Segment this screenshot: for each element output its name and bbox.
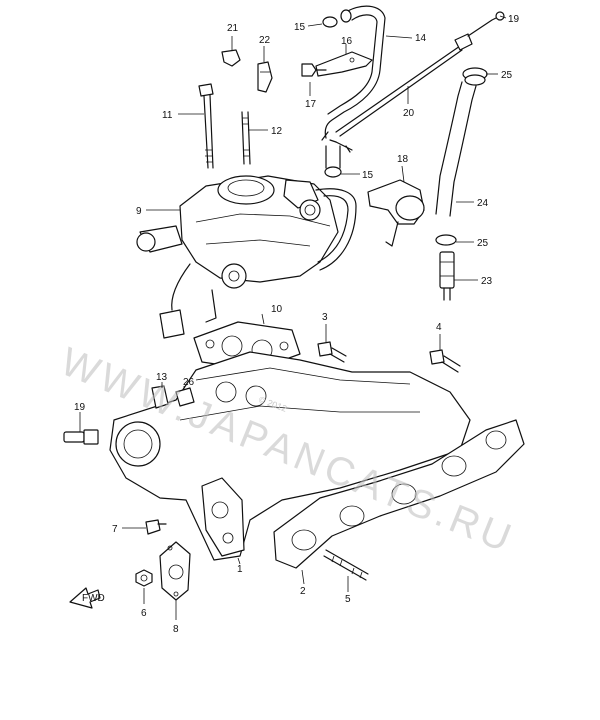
callout-4: 4	[436, 322, 442, 333]
callout-7: 7	[112, 524, 118, 535]
bolt-3	[317, 341, 347, 363]
callout-8: 8	[173, 624, 179, 635]
callout-26: 26	[183, 377, 195, 388]
sensor-19	[63, 429, 99, 445]
callout-23: 23	[481, 276, 493, 287]
callout-9: 9	[136, 206, 142, 217]
stud-5	[323, 549, 369, 581]
bolt-4	[429, 349, 461, 373]
callout-25-bottom: 25	[477, 238, 489, 249]
callout-13: 13	[156, 372, 168, 383]
callout-6: 6	[141, 608, 147, 619]
callout-19: 19	[74, 402, 86, 413]
hose-section-15-lower	[324, 145, 342, 178]
nut-6	[135, 569, 153, 587]
callout-3: 3	[322, 312, 328, 323]
bracket-16	[315, 51, 373, 77]
callout-25-top: 25	[501, 70, 513, 81]
callout-1: 1	[237, 564, 243, 575]
intake-manifold-1	[109, 351, 471, 561]
callout-15-top: 15	[294, 22, 306, 33]
clamp-25-bottom	[435, 234, 457, 246]
vacuum-actuator-18	[367, 179, 425, 247]
callout-17: 17	[305, 99, 317, 110]
carburetor-9	[136, 175, 357, 339]
callout-20: 20	[403, 108, 415, 119]
clip-21	[221, 49, 241, 67]
fitting-23	[439, 251, 455, 301]
bolt-17	[301, 63, 327, 77]
callout-11: 11	[162, 110, 173, 121]
callout-labels: 21 22 15 16 14 19 25 17 11 12 20 15 18 9…	[74, 14, 520, 635]
callout-22: 22	[259, 35, 271, 46]
gasket-8	[159, 541, 191, 601]
callout-2: 2	[300, 586, 306, 597]
plug-7	[145, 519, 167, 535]
hose-clamp-15-top	[322, 9, 352, 28]
callout-12: 12	[271, 126, 283, 137]
front-direction-arrow: FWD	[69, 587, 105, 609]
clip-26	[175, 387, 195, 407]
fitting-13	[151, 385, 169, 409]
vacuum-hose-14	[321, 5, 386, 153]
callout-18: 18	[397, 154, 409, 165]
callout-19-top: 19	[508, 14, 520, 25]
callout-14: 14	[415, 33, 427, 44]
long-bolt-11	[198, 83, 214, 169]
callout-21: 21	[227, 23, 239, 34]
cable-end-19-top	[467, 11, 505, 37]
clamp-25-top	[462, 67, 488, 86]
front-arrow-label: FWD	[82, 593, 105, 604]
manifold-gasket-2	[273, 419, 525, 569]
callout-24: 24	[477, 198, 489, 209]
callout-5: 5	[345, 594, 351, 605]
callout-16: 16	[341, 36, 353, 47]
hose-24	[435, 81, 477, 217]
callout-15-lower: 15	[362, 170, 374, 181]
callout-10: 10	[271, 304, 283, 315]
cable-20	[335, 33, 473, 137]
connector-22	[257, 61, 273, 93]
leader-lines	[79, 15, 507, 620]
stud-12	[241, 111, 251, 165]
